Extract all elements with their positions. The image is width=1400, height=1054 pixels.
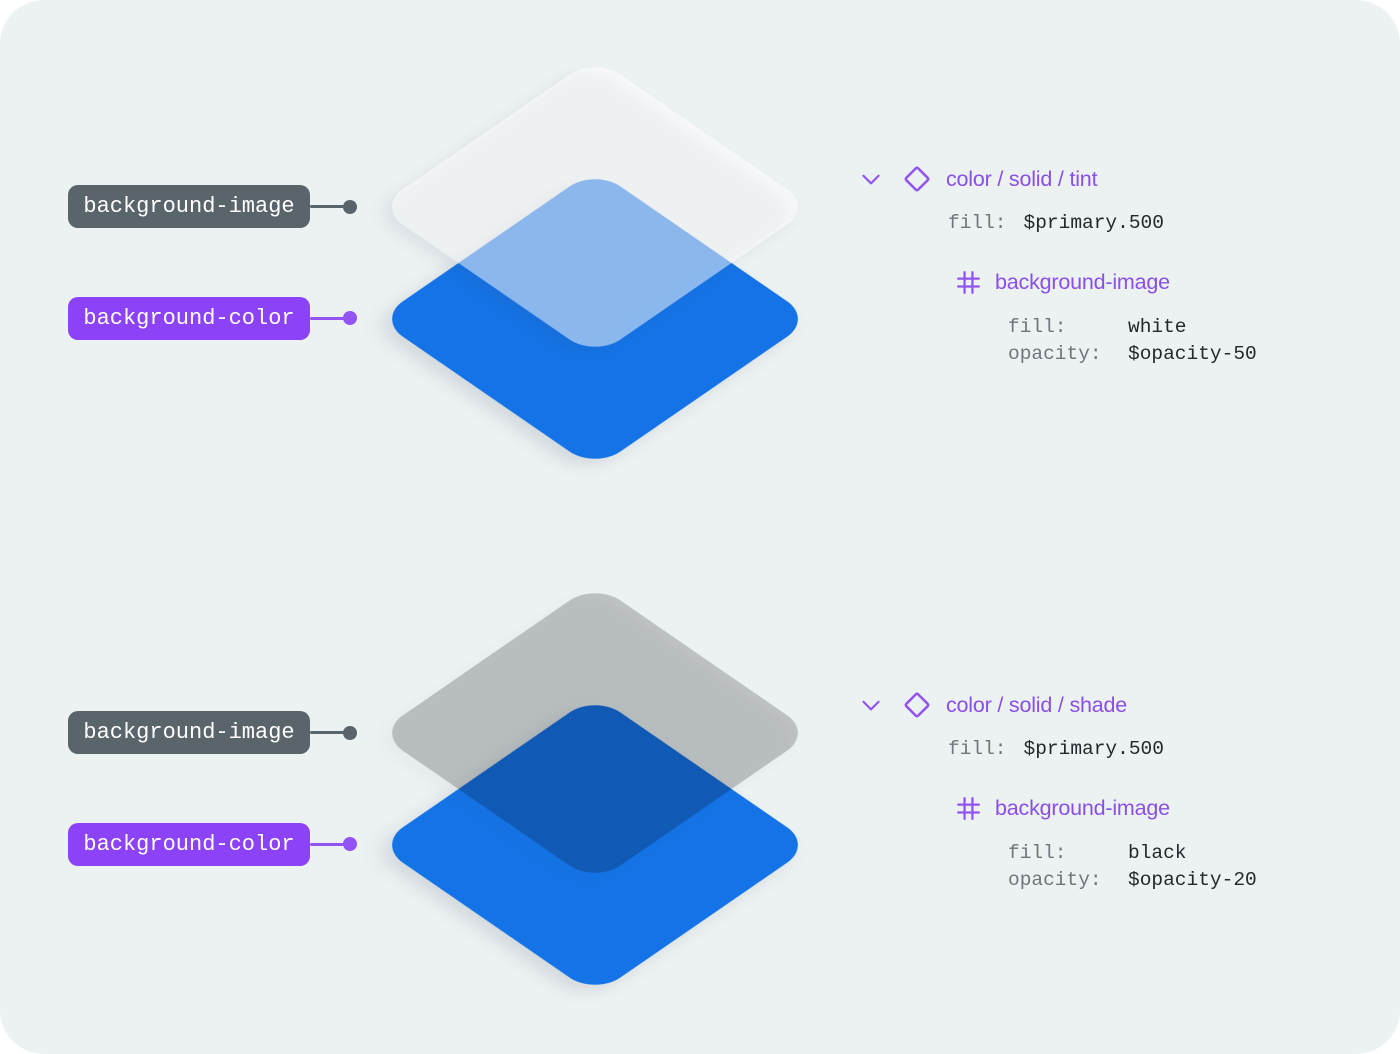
- frame-grid-icon: [957, 796, 980, 820]
- token-fill-property: fill: $primary.500: [948, 736, 1164, 763]
- diamond-outline-icon: [904, 692, 930, 718]
- layer-properties: fill: black opacity: $opacity-20: [1008, 840, 1257, 894]
- token-header: color / solid / shade: [858, 689, 1127, 721]
- layer-diagram-tint: [392, 67, 798, 459]
- frame-grid-icon: [957, 270, 980, 294]
- background-color-layer: [392, 705, 798, 985]
- background-color-connector-dot: [343, 837, 357, 851]
- background-color-pill: background-color: [68, 297, 310, 340]
- token-group-tint: background-image background-color color …: [68, 67, 1257, 459]
- background-color-pill: background-color: [68, 823, 310, 866]
- background-image-connector-dot: [343, 200, 357, 214]
- layer-fill-row: fill: white: [1008, 314, 1257, 341]
- layer-fill-label: fill:: [1008, 316, 1067, 338]
- background-image-connector-dot: [343, 726, 357, 740]
- background-color-connector-line: [310, 317, 345, 320]
- diamond-outline-icon: [904, 166, 930, 192]
- background-image-pill: background-image: [68, 185, 310, 228]
- layer-opacity-row: opacity: $opacity-20: [1008, 867, 1257, 894]
- token-name: color / solid / tint: [946, 166, 1098, 191]
- background-image-connector-line: [310, 205, 345, 208]
- background-image-connector-line: [310, 731, 345, 734]
- layer-opacity-label: opacity:: [1008, 869, 1102, 891]
- fill-property-value: $primary.500: [1023, 738, 1164, 760]
- background-image-layer: [392, 593, 798, 873]
- layer-opacity-value: $opacity-50: [1128, 343, 1257, 365]
- layer-opacity-value: $opacity-20: [1128, 869, 1257, 891]
- fill-property-label: fill:: [948, 212, 1007, 234]
- layer-opacity-label: opacity:: [1008, 343, 1102, 365]
- fill-property-label: fill:: [948, 738, 1007, 760]
- layer-fill-value: black: [1128, 842, 1187, 864]
- layer-properties: fill: white opacity: $opacity-50: [1008, 314, 1257, 368]
- layer-header: background-image: [955, 792, 1170, 824]
- layer-opacity-row: opacity: $opacity-50: [1008, 341, 1257, 368]
- layer-fill-row: fill: black: [1008, 840, 1257, 867]
- token-header: color / solid / tint: [858, 163, 1098, 195]
- token-group-shade: background-image background-color color …: [0, 526, 1400, 1053]
- background-image-pill: background-image: [68, 711, 310, 754]
- fill-property-value: $primary.500: [1023, 212, 1164, 234]
- layer-diagram-shade: [392, 593, 798, 985]
- layer-header: background-image: [955, 266, 1170, 298]
- layer-fill-value: white: [1128, 316, 1187, 338]
- background-color-connector-dot: [343, 311, 357, 325]
- background-image-layer: [392, 67, 798, 347]
- chevron-down-icon: [862, 700, 880, 711]
- layer-fill-label: fill:: [1008, 842, 1067, 864]
- layer-name: background-image: [995, 269, 1170, 294]
- token-fill-property: fill: $primary.500: [948, 210, 1164, 237]
- token-name: color / solid / shade: [946, 692, 1128, 717]
- chevron-down-icon: [862, 174, 880, 185]
- layer-name: background-image: [995, 795, 1170, 820]
- background-color-connector-line: [310, 843, 345, 846]
